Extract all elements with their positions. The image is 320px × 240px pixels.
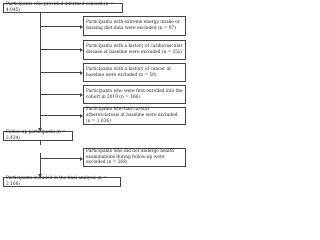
- exclusion-box-2019: Participants who were first enrolled int…: [83, 85, 186, 104]
- consent-text: Participants who provided informed conse…: [6, 2, 114, 13]
- final-text: Participants included in the final analy…: [6, 176, 107, 187]
- branch-arrow-2: [80, 48, 83, 52]
- exclusion-text-2019: Participants who were first enrolled int…: [86, 88, 183, 100]
- follow-up-text: Follow-up participants (n = 2,434): [6, 130, 66, 141]
- branch-arrow-1: [80, 25, 83, 29]
- exclusion-box-diet: Participants with extreme energy intake …: [83, 16, 186, 36]
- main-flow-line-lower: [40, 153, 41, 177]
- follow-up-box: Follow-up participants (n = 2,434): [3, 130, 73, 141]
- exclusion-box-cvd: Participants with a history of cardiovas…: [83, 40, 186, 60]
- branch-line-6: [40, 158, 81, 159]
- branch-arrow-6: [80, 157, 83, 161]
- branch-line-1: [40, 26, 81, 27]
- branch-arrow-4: [80, 93, 83, 97]
- branch-arrow-3: [80, 71, 83, 75]
- exclusion-box-carotid: Participants who had carotid atheroscler…: [83, 107, 186, 125]
- arrow-to-follow-up: [38, 128, 43, 131]
- final-box: Participants included in the final analy…: [3, 176, 121, 187]
- main-flow-line-upper: [40, 12, 41, 145]
- consent-box: Participants who provided informed conse…: [3, 2, 123, 13]
- branch-line-3: [40, 72, 81, 73]
- branch-line-4: [40, 94, 81, 95]
- exclusion-text-cancer: Participants with a history of cancer at…: [86, 66, 171, 78]
- exclusion-text-cvd: Participants with a history of cardiovas…: [86, 44, 183, 55]
- branch-line-2: [40, 49, 81, 50]
- exclusion-text-carotid: Participants who had carotid atheroscler…: [86, 107, 178, 124]
- exclusion-text-no-exam: Participants who did not undergo health …: [86, 148, 174, 166]
- exclusion-box-no-exam: Participants who did not undergo health …: [83, 148, 186, 167]
- exclusion-text-diet: Participants with extreme energy intake …: [86, 20, 180, 31]
- arrow-to-final: [38, 174, 43, 177]
- branch-line-5: [40, 115, 81, 116]
- exclusion-box-cancer: Participants with a history of cancer at…: [83, 63, 186, 82]
- branch-arrow-5: [80, 114, 83, 118]
